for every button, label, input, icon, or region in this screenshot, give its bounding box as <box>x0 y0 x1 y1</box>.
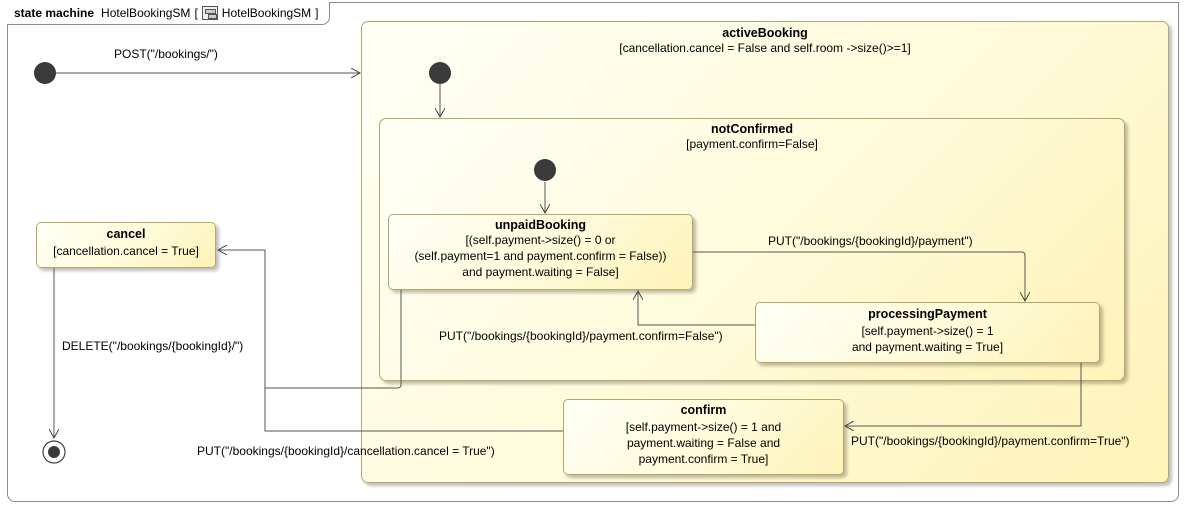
state-guard-line: payment.waiting = False and <box>626 436 781 450</box>
state-guard: [cancellation.cancel = True] <box>53 244 199 258</box>
label-put-payment: PUT("/bookings/{bookingId}/payment") <box>768 234 973 248</box>
state-processing-payment[interactable]: processingPayment [self.payment->size() … <box>755 302 1100 363</box>
state-name: confirm <box>680 403 727 417</box>
state-guard-line: [(self.payment->size() = 0 or <box>465 233 616 247</box>
state-confirm[interactable]: confirm [self.payment->size() = 1 and pa… <box>563 399 844 475</box>
transition-put-cancel <box>218 250 563 432</box>
state-name: processingPayment <box>868 307 987 321</box>
frame-bracket-close: ] <box>315 6 319 20</box>
state-guard-line: and payment.waiting = False] <box>462 265 619 279</box>
state-guard-line: [self.payment->size() = 1 and <box>625 420 782 434</box>
initial-pseudostate <box>34 62 56 84</box>
initial-pseudostate <box>429 62 451 84</box>
initial-pseudostate <box>534 159 556 181</box>
label-put-confirm-false: PUT("/bookings/{bookingId}/payment.confi… <box>439 329 723 343</box>
frame-bracket-open: [ <box>194 6 198 20</box>
label-put-confirm-true: PUT("/bookings/{bookingId}/payment.confi… <box>851 434 1130 448</box>
state-machine-frame <box>7 2 1179 502</box>
transition-put-confirm-true <box>845 363 1082 426</box>
label-put-cancel: PUT("/bookings/{bookingId}/cancellation.… <box>197 444 495 458</box>
state-guard-line: [self.payment->size() = 1 <box>861 324 994 338</box>
state-unpaid-booking[interactable]: unpaidBooking [(self.payment->size() = 0… <box>388 214 693 290</box>
label-delete: DELETE("/bookings/{bookingId}/") <box>62 339 244 353</box>
transition-unpaid-cancel <box>265 290 402 389</box>
frame-name: HotelBookingSM <box>101 6 191 20</box>
state-name: notConfirmed <box>711 122 793 136</box>
state-name: activeBooking <box>722 26 808 40</box>
frame-ref-name: HotelBookingSM <box>221 6 312 20</box>
state-cancel[interactable]: cancel [cancellation.cancel = True] <box>36 222 216 268</box>
state-guard: [cancellation.cancel = False and self.ro… <box>619 41 911 55</box>
transition-put-payment <box>693 251 1025 301</box>
state-guard-line: (self.payment=1 and payment.confirm = Fa… <box>414 249 667 263</box>
state-guard-line: and payment.waiting = True] <box>851 340 1004 354</box>
state-name: unpaidBooking <box>495 218 586 232</box>
transition-put-confirm-false <box>638 291 755 326</box>
label-post: POST("/bookings/") <box>114 47 218 61</box>
frame-kind: state machine <box>14 6 95 20</box>
state-guard-line: payment.confirm = True] <box>638 452 769 466</box>
state-name: cancel <box>106 227 146 241</box>
state-guard: [payment.confirm=False] <box>686 137 818 151</box>
state-machine-icon <box>201 6 218 20</box>
final-state-core <box>48 446 60 458</box>
frame-header: state machine HotelBookingSM [ HotelBook… <box>7 2 330 25</box>
